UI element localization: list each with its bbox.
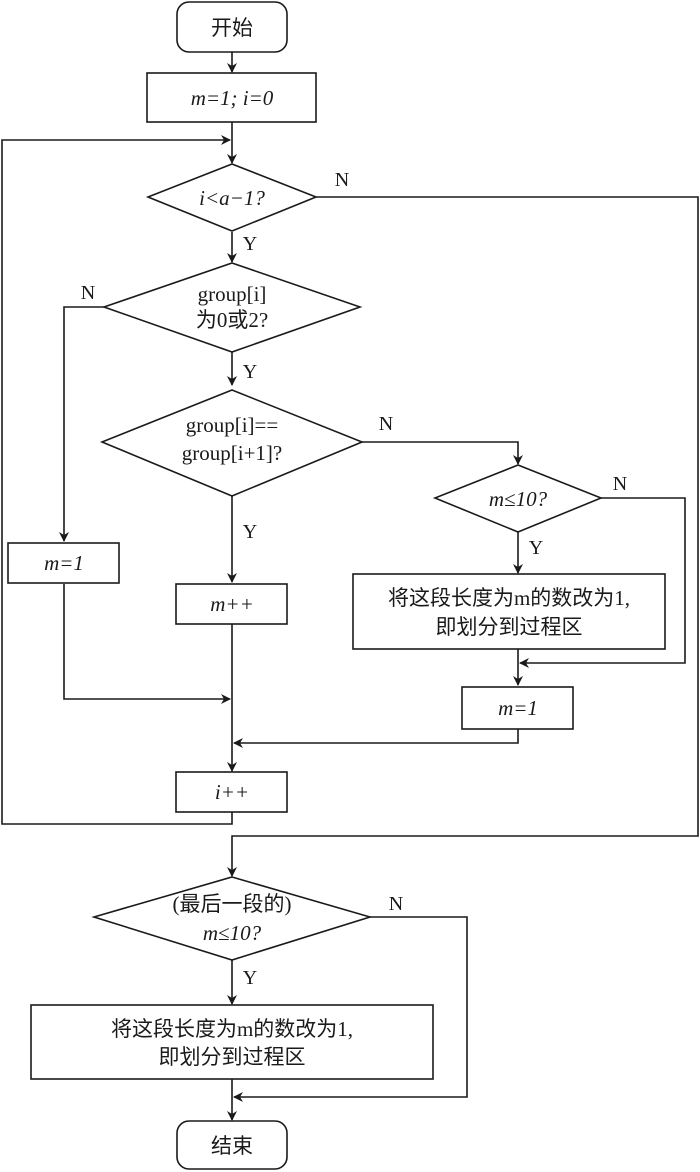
equal-condition-line1: group[i]== (186, 413, 279, 437)
start-terminal: 开始 (176, 1, 288, 53)
m-limit-yes-label: Y (529, 537, 543, 559)
connector-reset-left-join (63, 584, 231, 704)
end-terminal: 结束 (176, 1120, 288, 1170)
increment-i-process: i++ (175, 771, 288, 813)
m-limit-label: m≤10? (489, 487, 548, 511)
group-yes-label: Y (243, 361, 257, 383)
connector-loop-no (227, 196, 699, 877)
group-condition-line1: group[i] (198, 282, 267, 306)
init-process: m=1; i=0 (146, 72, 317, 123)
group-condition-line2: 为0或2? (196, 308, 268, 332)
last-segment-line1: (最后一段的) (173, 892, 292, 916)
equal-no-label: N (379, 413, 393, 435)
connector-group-no (59, 306, 104, 542)
last-segment-decision: (最后一段的) m≤10? (91, 876, 373, 961)
equal-condition-line2: group[i+1]? (182, 441, 282, 465)
equal-condition-decision: group[i]== group[i+1]? (99, 389, 365, 497)
end-label: 结束 (211, 1134, 253, 1158)
loop-condition-decision: i<a−1? (145, 163, 319, 232)
mark-segment-line1: 将这段长度为m的数改为1, (388, 586, 630, 610)
loop-yes-label: Y (243, 233, 257, 255)
init-label: m=1; i=0 (191, 86, 274, 110)
connector-equal-no (362, 441, 523, 465)
reset-m-right-process: m=1 (461, 686, 574, 730)
last-segment-line2: m≤10? (203, 921, 262, 945)
increment-i-label: i++ (215, 780, 249, 804)
m-limit-decision: m≤10? (432, 464, 604, 533)
mark-segment-process: 将这段长度为m的数改为1, 即划分到过程区 (352, 573, 666, 650)
connectors (1, 52, 699, 1121)
reset-m-right-label: m=1 (498, 696, 538, 720)
loop-condition-label: i<a−1? (199, 186, 265, 210)
m-limit-no-label: N (613, 473, 627, 495)
connector-m10-no (519, 497, 686, 668)
reset-m-left-label: m=1 (44, 551, 84, 575)
increment-m-process: m++ (175, 583, 288, 625)
last-no-label: N (389, 893, 403, 915)
final-mark-process: 将这段长度为m的数改为1, 即划分到过程区 (30, 1004, 434, 1080)
equal-yes-label: Y (243, 521, 257, 543)
connector-reset-right-join (233, 729, 519, 748)
last-yes-label: Y (243, 967, 257, 989)
connector-last-no (233, 916, 468, 1102)
start-label: 开始 (211, 16, 253, 40)
final-mark-line2: 即划分到过程区 (159, 1045, 306, 1069)
increment-m-label: m++ (210, 592, 254, 616)
final-mark-line1: 将这段长度为m的数改为1, (111, 1017, 353, 1041)
loop-no-label: N (335, 169, 349, 191)
connector-loop-back (1, 135, 233, 825)
group-condition-decision: group[i] 为0或2? (101, 262, 363, 353)
group-no-label: N (81, 282, 95, 304)
reset-m-left-process: m=1 (7, 542, 120, 584)
mark-segment-line2: 即划分到过程区 (436, 615, 583, 639)
